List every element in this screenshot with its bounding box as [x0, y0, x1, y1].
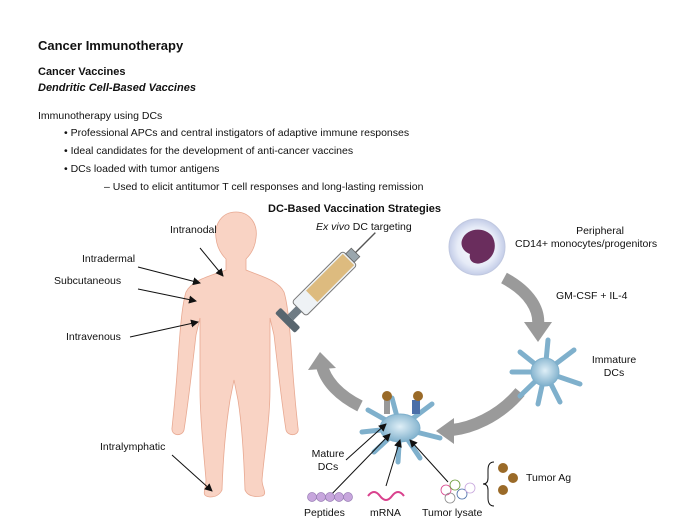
mature-label-1: Mature: [311, 448, 345, 460]
immature-label-1: Immature: [591, 354, 637, 366]
subsection-title: Dendritic Cell-Based Vaccines: [38, 82, 196, 94]
monocyte-cell: [448, 218, 506, 276]
cycle-arrows: [308, 272, 552, 444]
bullet-1: • Professional APCs and central instigat…: [64, 127, 410, 139]
route-intralymphatic: Intralymphatic: [100, 441, 166, 453]
ex-vivo-rest: DC targeting: [349, 221, 412, 233]
tumor-lysate-icon: [440, 479, 476, 504]
immature-label-2: DCs: [603, 367, 625, 379]
bullet-2: • Ideal candidates for the development o…: [64, 145, 354, 157]
antigen-mrna: mRNA: [370, 507, 401, 519]
ex-vivo-italic: Ex vivo: [316, 221, 350, 233]
syringe-icon: [275, 232, 376, 333]
mature-dc-cell: [359, 395, 443, 465]
human-body-figure: [171, 211, 299, 498]
peptides-icon: [307, 492, 353, 502]
antigen-tumor-lysate: Tumor lysate: [422, 507, 483, 519]
section-title: Cancer Vaccines: [38, 66, 126, 78]
sub-bullet: – Used to elicit antitumor T cell respon…: [104, 181, 424, 193]
route-intradermal: Intradermal: [82, 253, 136, 265]
tumor-ag-label: Tumor Ag: [526, 472, 572, 484]
page-title: Cancer Immunotherapy: [38, 38, 184, 53]
mhc-receptors: [382, 391, 423, 414]
mature-label-2: DCs: [317, 461, 339, 473]
route-intranodal: Intranodal: [170, 224, 217, 236]
peripheral-label-1: Peripheral: [576, 225, 624, 237]
route-intravenous: Intravenous: [66, 331, 121, 343]
antigen-arrows: [325, 423, 449, 501]
ex-vivo-label: Ex vivo DC targeting: [316, 221, 412, 233]
immature-dc-cell: [509, 337, 583, 407]
antigen-peptides: Peptides: [304, 507, 345, 519]
diagram-title: DC-Based Vaccination Strategies: [268, 203, 442, 215]
route-arrows: [129, 247, 224, 492]
intro-text: Immunotherapy using DCs: [38, 110, 163, 122]
peripheral-label-2: CD14+ monocytes/progenitors: [515, 238, 658, 250]
tumor-ag-brace: [482, 461, 495, 507]
bullet-3: • DCs loaded with tumor antigens: [64, 163, 220, 175]
mrna-icon: [367, 491, 405, 501]
cytokines-label: GM-CSF + IL-4: [556, 290, 628, 302]
tumor-ag-dots: [498, 463, 518, 495]
route-subcutaneous: Subcutaneous: [54, 275, 122, 287]
